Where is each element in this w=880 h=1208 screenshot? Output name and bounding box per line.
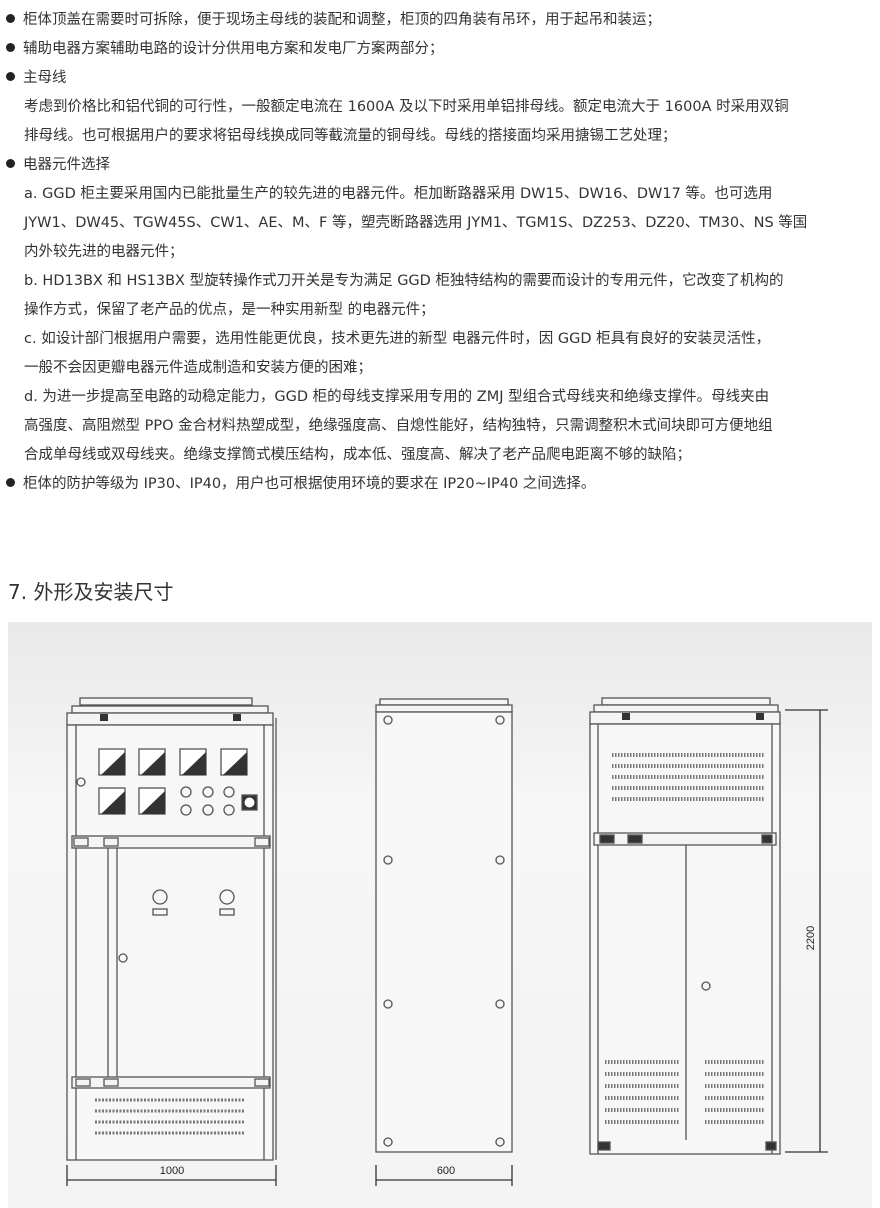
paragraph-line: 合成单母线或双母线夹。绝缘支撑筒式模压结构，成本低、强度高、解决了老产品爬电距离… [24,447,691,463]
paragraph-line: JYW1、DW45、TGW45S、CW1、AE、M、F 等，塑壳断路器选用 JY… [24,215,808,231]
bullet-item: 电器元件选择 [0,151,880,180]
bullet-icon [6,478,15,487]
paragraph-line: 高强度、高阻燃型 PPO 金合材料热塑成型，绝缘强度高、自熄性能好，结构独特，只… [24,418,773,434]
rear-view-cabinet [589,697,828,1155]
bullet-text: 辅助电器方案辅助电路的设计分供用电方案和发电厂方案两部分； [23,41,444,57]
bullet-item: 主母线 [0,64,880,93]
paragraph-line: 操作方式，保留了老产品的优点，是一种实用新型 的电器元件； [24,302,435,318]
bullet-icon [6,14,15,23]
side-width-label: 600 [437,1165,455,1177]
front-view-cabinet [66,697,277,1186]
front-width-label: 1000 [160,1165,184,1177]
section-title: 7. 外形及安装尺寸 [8,580,174,604]
height-label: 2200 [805,926,817,950]
paragraph-line: b. HD13BX 和 HS13BX 型旋转操作式刀开关是专为满足 GGD 柜独… [24,273,784,289]
bullet-text: 柜体顶盖在需要时可拆除，便于现场主母线的装配和调整，柜顶的四角装有吊环，用于起吊… [23,12,661,28]
paragraph-line: 内外较先进的电器元件； [24,244,184,260]
paragraph-line: 排母线。也可根据用户的要求将铝母线换成同等截流量的铜母线。母线的搭接面均采用搪锡… [24,128,677,144]
bullet-text: 柜体的防护等级为 IP30、IP40，用户也可根据使用环境的要求在 IP20~I… [23,476,596,492]
paragraph-line: a. GGD 柜主要采用国内已能批量生产的较先进的电器元件。柜加断路器采用 DW… [24,186,773,202]
paragraph-line: 一般不会因更瓣电器元件造成制造和安装方便的困难； [24,360,372,376]
bullet-item: 柜体的防护等级为 IP30、IP40，用户也可根据使用环境的要求在 IP20~I… [0,470,880,499]
paragraph-line: c. 如设计部门根据用户需要，选用性能更优良，技术更先进的新型 电器元件时，因 … [24,331,771,347]
bullet-icon [6,159,15,168]
bullet-title: 主母线 [23,70,67,86]
bullet-icon [6,43,15,52]
bullet-item: 辅助电器方案辅助电路的设计分供用电方案和发电厂方案两部分； [0,35,880,64]
paragraph-line: 考虑到价格比和铝代铜的可行性，一般额定电流在 1600A 及以下时采用单铝排母线… [24,99,789,115]
bullet-item: 柜体顶盖在需要时可拆除，便于现场主母线的装配和调整，柜顶的四角装有吊环，用于起吊… [0,6,880,35]
bullet-icon [6,72,15,81]
spec-text: 柜体顶盖在需要时可拆除，便于现场主母线的装配和调整，柜顶的四角装有吊环，用于起吊… [0,6,880,499]
bullet-title: 电器元件选择 [23,157,110,173]
side-view-cabinet [375,698,513,1186]
paragraph-line: d. 为进一步提高至电路的动稳定能力，GGD 柜的母线支撑采用专用的 ZMJ 型… [24,389,770,405]
